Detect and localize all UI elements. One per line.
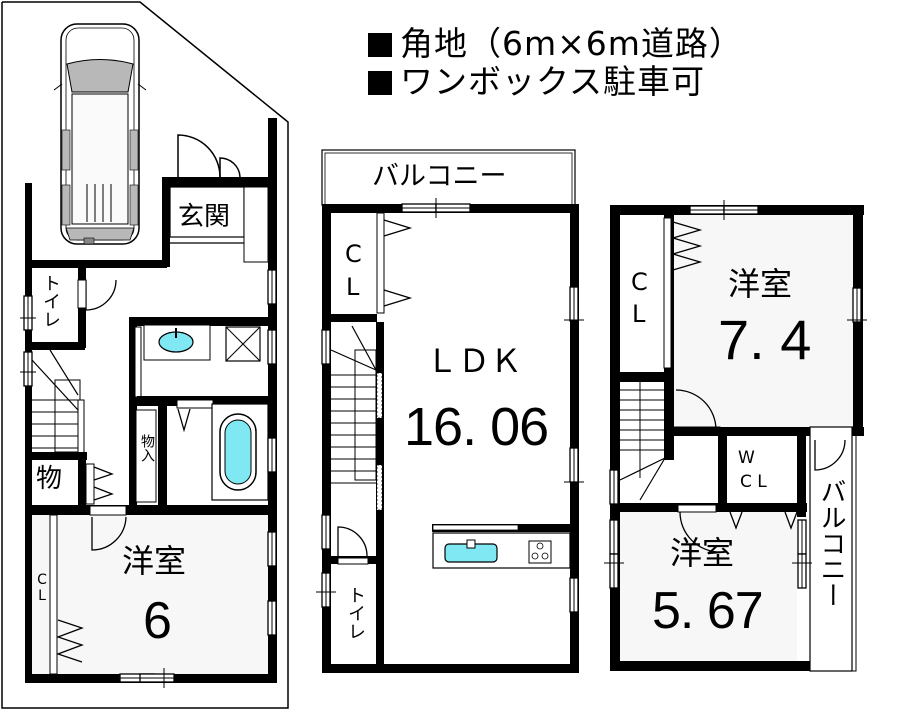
room-size-bedroom-74: 7. 4 bbox=[718, 308, 812, 371]
room-label-entrance: 玄関 bbox=[178, 202, 231, 232]
car-icon bbox=[53, 23, 147, 245]
header-parking: ワンボックス駐車可 bbox=[368, 62, 705, 102]
stairs-icon bbox=[330, 325, 377, 484]
room-label-balcony-3f: バルコニー bbox=[816, 478, 846, 608]
room-size-bedroom: 6 bbox=[143, 592, 172, 650]
bullet-square-icon bbox=[368, 33, 392, 57]
room-label-toilet: トイレ bbox=[40, 274, 61, 328]
room-size-bedroom-567: 5. 67 bbox=[652, 582, 764, 640]
closet-label-c-3f: C bbox=[631, 268, 648, 296]
room-label-storage: 物 bbox=[36, 464, 63, 494]
closet-label-l-3f: L bbox=[632, 300, 646, 328]
floor3-plan bbox=[604, 200, 867, 672]
stairs-icon bbox=[619, 382, 670, 501]
wcl-label-w: W bbox=[738, 448, 755, 468]
room-label-storage-closet: 物入 bbox=[139, 434, 155, 462]
bathtub-icon bbox=[211, 403, 269, 501]
floor2-plan bbox=[316, 149, 584, 673]
room-label-bedroom-74: 洋室 bbox=[728, 265, 793, 303]
room-label-closet: CL bbox=[34, 572, 50, 604]
room-label-bedroom: 洋室 bbox=[122, 542, 187, 580]
stairs-icon bbox=[31, 349, 85, 459]
floor1-plan bbox=[1, 1, 289, 709]
washbasin-icon bbox=[158, 328, 194, 353]
lot-boundary bbox=[1, 1, 289, 709]
bullet-square-icon bbox=[368, 71, 392, 95]
kitchen-sink-icon bbox=[444, 539, 498, 563]
wcl-label-cl: C L bbox=[740, 472, 767, 492]
washing-machine-icon bbox=[225, 326, 261, 362]
closet-label-l: L bbox=[346, 273, 360, 301]
closet-label-c: C bbox=[345, 240, 362, 268]
room-size-ldk: 16. 06 bbox=[404, 397, 549, 457]
room-label-ldk: ＬＤＫ bbox=[426, 342, 523, 380]
room-label-balcony: バルコニー bbox=[372, 161, 507, 192]
room-label-toilet-2f: トイレ bbox=[345, 586, 366, 640]
room-label-bedroom-567: 洋室 bbox=[670, 534, 735, 572]
header-corner-lot: 角地（6m×6m道路） bbox=[368, 24, 743, 64]
stove-icon bbox=[528, 540, 552, 564]
